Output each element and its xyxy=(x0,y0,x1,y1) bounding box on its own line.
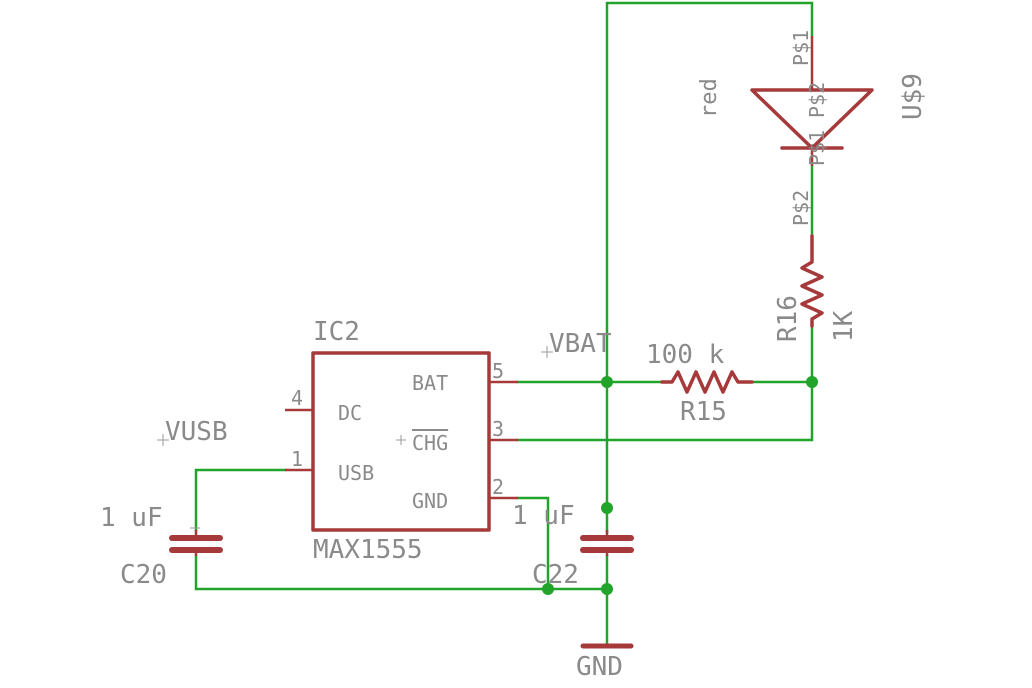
r15-zigzag xyxy=(660,370,754,394)
ic-pin-num-dc: 4 xyxy=(291,386,303,410)
c20-value-label: 1 uF xyxy=(100,503,163,533)
ic-pin-name-dc: DC xyxy=(338,401,362,425)
wire-vbat-to-led-top xyxy=(605,1,814,384)
led-ref-label: U$9 xyxy=(898,73,928,120)
junction-r16 xyxy=(806,376,818,388)
capacitor-c20: 1 uF C20 xyxy=(100,503,223,590)
ic-pin-name-chg: CHG xyxy=(412,431,448,455)
junction-vbat xyxy=(601,376,613,388)
wire-ic-gnd xyxy=(516,496,550,591)
wires xyxy=(194,1,814,647)
c22-value-label: 1 uF xyxy=(512,501,575,531)
c20-ref-label: C20 xyxy=(120,560,167,590)
wire-chg-to-r16 xyxy=(516,380,814,442)
led-u9: red U$9 P$1 P$2 P$1 P$2 xyxy=(697,30,928,226)
wire-usb-to-c20 xyxy=(194,468,287,532)
led-pin-label-top-inner: P$2 xyxy=(805,82,829,118)
led-triangle xyxy=(750,88,874,150)
vusb-label: VUSB xyxy=(165,417,228,447)
gnd-label: GND xyxy=(576,652,623,682)
resistor-r16: R16 1K xyxy=(773,234,859,342)
ic-pin-name-bat: BAT xyxy=(412,371,448,395)
resistor-r15: 100 k R15 xyxy=(646,340,754,427)
junction-gnd-left xyxy=(542,583,554,595)
ic-pin-name-gnd: GND xyxy=(412,489,448,513)
r16-zigzag xyxy=(800,234,824,328)
wire-c20-to-gnd xyxy=(194,554,609,591)
ic2-max1555: IC2 MAX1555 4 DC 1 USB 5 BAT 3 CHG 2 GND xyxy=(285,317,518,565)
capacitor-c22: 1 uF C22 xyxy=(512,501,634,590)
r15-ref-label: R15 xyxy=(680,397,727,427)
ic-ref-label: IC2 xyxy=(313,317,360,347)
junction-c22-top xyxy=(601,502,613,514)
ic-value-label: MAX1555 xyxy=(313,535,423,565)
led-pin-label-bottom-outer: P$2 xyxy=(789,190,813,226)
ic-pin-num-usb: 1 xyxy=(291,447,303,471)
r15-value-label: 100 k xyxy=(646,340,725,370)
ic-body xyxy=(311,351,491,532)
junctions xyxy=(542,376,818,595)
r16-ref-label: R16 xyxy=(773,295,803,342)
junction-gnd-right xyxy=(601,583,613,595)
net-labels: VUSB VBAT xyxy=(157,329,612,447)
ic-pin-num-bat: 5 xyxy=(492,359,504,383)
led-pin-label-top-outer: P$1 xyxy=(789,30,813,66)
ic-pin-name-usb: USB xyxy=(338,461,374,485)
r16-value-label: 1K xyxy=(829,310,859,342)
ic-pin-num-gnd: 2 xyxy=(492,475,504,499)
c22-ref-label: C22 xyxy=(532,560,579,590)
vbat-label: VBAT xyxy=(549,329,612,359)
gnd-symbol: GND xyxy=(576,643,634,682)
ic-pin-num-chg: 3 xyxy=(492,417,504,441)
led-pin-label-bottom-inner: P$1 xyxy=(805,130,829,166)
led-value-label: red xyxy=(697,78,722,118)
